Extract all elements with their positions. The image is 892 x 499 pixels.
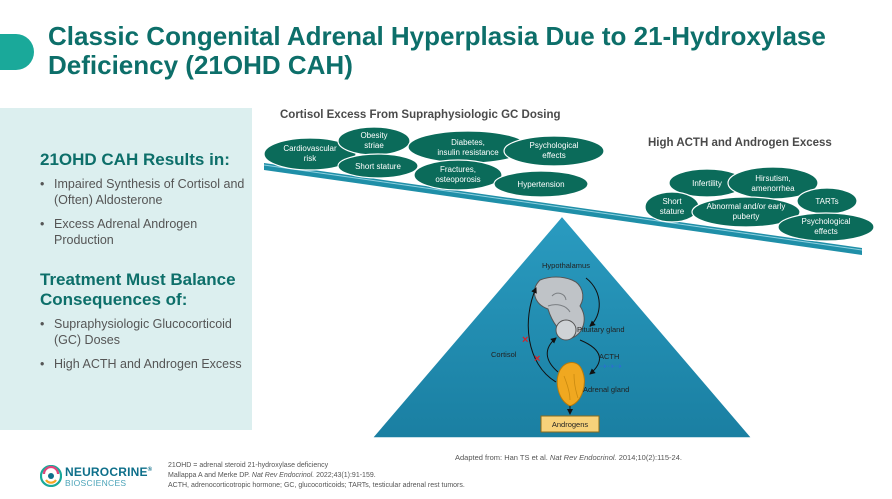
oval-short-stature: Short stature	[337, 153, 419, 179]
oval-label: Abnormal and/or early	[707, 202, 786, 211]
adrenal-gland-label: Adrenal gland	[583, 385, 629, 394]
adrenal-gland-icon	[556, 362, 585, 407]
accent-tab	[0, 34, 34, 70]
oval-label: Psychological	[530, 141, 579, 150]
logo-subtitle: BIOSCIENCES	[65, 478, 127, 488]
left-ovals: Cardiovascular risk Obesity striae Short…	[263, 126, 605, 198]
summary-panel	[0, 108, 252, 430]
oval-label: amenorrhea	[751, 184, 795, 193]
balance-heading: Treatment Must Balance Consequences of:	[40, 270, 236, 309]
footnote-line: 21OHD = adrenal steroid 21-hydroxylase d…	[168, 462, 329, 469]
list-item: Supraphysiologic Glucocorticoid (GC) Dos…	[40, 316, 246, 348]
list-item: High ACTH and Androgen Excess	[40, 356, 246, 372]
oval-psychological-effects-right: Psychological effects	[777, 212, 875, 242]
androgens-box	[540, 415, 600, 433]
registered-mark: ®	[147, 467, 153, 473]
brain-folds-icon	[547, 292, 571, 313]
oval-label: osteoporosis	[435, 175, 480, 184]
oval-label: TARTs	[815, 197, 838, 206]
cortisol-label: Cortisol	[491, 350, 517, 359]
oval-tarts: TARTs	[796, 187, 858, 215]
adapted-from-citation: Adapted from: Han TS et al. Nat Rev Endo…	[455, 453, 682, 462]
increased-acth-arrows-icon: ⇢⇢⇢	[599, 362, 622, 372]
inhibition-x-icon: ×	[522, 334, 528, 346]
inhibition-x-icon: ×	[534, 353, 540, 365]
citation-text: 2014;10(2):115-24.	[616, 453, 682, 462]
acth-label: ACTH	[599, 352, 619, 361]
footnote-text: 2022;43(1):91-159.	[314, 472, 376, 479]
company-logo: NEUROCRINE® BIOSCIENCES	[40, 464, 170, 490]
logo-mark-icon	[40, 465, 62, 487]
oval-label: Hirsutism,	[755, 174, 791, 183]
arrow-pituitary-to-adrenal-icon	[579, 339, 600, 375]
oval-label: Short	[662, 197, 682, 206]
oval-label: Hypertension	[517, 180, 564, 189]
oval-fractures: Fractures, osteoporosis	[413, 159, 503, 191]
citation-text: Adapted from: Han TS et al.	[455, 453, 550, 462]
oval-hypertension: Hypertension	[493, 170, 589, 198]
oval-label: insulin resistance	[437, 148, 499, 157]
arrow-cortisol-pituitary-icon	[546, 337, 559, 373]
oval-short-stature-right: Short stature	[644, 191, 700, 223]
balance-list: Supraphysiologic Glucocorticoid (GC) Dos…	[40, 316, 246, 380]
oval-abnormal-puberty: Abnormal and/or early puberty	[691, 196, 801, 228]
oval-label: Cardiovascular	[283, 144, 337, 153]
page-title: Classic Congenital Adrenal Hyperplasia D…	[48, 21, 826, 80]
results-heading: 21OHD CAH Results in:	[40, 150, 230, 169]
adrenal-detail-icon	[563, 373, 579, 401]
pituitary-gland-label: Pituitary gland	[577, 325, 625, 334]
oval-infertility: Infertility	[668, 168, 746, 198]
oval-label: risk	[304, 154, 317, 163]
acth-androgen-heading: High ACTH and Androgen Excess	[648, 137, 832, 149]
footnote-line: Mallappa A and Merke DP. Nat Rev Endocri…	[168, 471, 465, 481]
list-item: Excess Adrenal Androgen Production	[40, 216, 246, 248]
cortisol-excess-heading: Cortisol Excess From Supraphysiologic GC…	[280, 109, 561, 121]
right-ovals: Infertility Hirsutism, amenorrhea Short …	[644, 166, 875, 242]
hypothalamus-label: Hypothalamus	[542, 261, 590, 270]
oval-label: puberty	[733, 212, 760, 221]
footnotes: 21OHD = adrenal steroid 21-hydroxylase d…	[168, 461, 465, 491]
oval-label: Psychological	[802, 217, 851, 226]
oval-hirsutism: Hirsutism, amenorrhea	[727, 166, 819, 200]
oval-label: effects	[814, 227, 837, 236]
logo-name: NEUROCRINE®	[65, 465, 152, 479]
arrow-hypothalamus-to-pituitary-icon	[585, 277, 600, 327]
oval-obesity-striae: Obesity striae	[337, 126, 411, 156]
oval-label: Infertility	[692, 179, 722, 188]
arrow-cortisol-feedback-icon	[527, 287, 557, 383]
pituitary-icon	[555, 319, 577, 341]
oval-label: stature	[660, 207, 685, 216]
oval-label: Fractures,	[440, 165, 476, 174]
hpa-axis-illustration: × × ⇢⇢⇢ Hypothalamus Pituitary gland Cor…	[491, 261, 629, 433]
citation-journal: Nat Rev Endocrinol.	[549, 453, 617, 462]
oval-psychological-effects-left: Psychological effects	[503, 135, 605, 167]
oval-cardiovascular-risk: Cardiovascular risk	[263, 137, 357, 171]
oval-label: Diabetes,	[451, 138, 485, 147]
androgens-label: Androgens	[552, 420, 589, 429]
results-list: Impaired Synthesis of Cortisol and (Ofte…	[40, 176, 246, 256]
oval-label: Obesity	[360, 131, 387, 140]
oval-label: Short stature	[355, 162, 401, 171]
list-item: Impaired Synthesis of Cortisol and (Ofte…	[40, 176, 246, 208]
oval-label: effects	[542, 151, 565, 160]
logo-name-text: NEUROCRINE	[65, 465, 148, 479]
footnote-line: ACTH, adrenocorticotropic hormone; GC, g…	[168, 482, 465, 489]
beam-highlight	[263, 164, 863, 251]
footnote-journal: Nat Rev Endocrinol.	[251, 472, 315, 479]
oval-label: striae	[364, 141, 384, 150]
footnote-text: Mallappa A and Merke DP.	[168, 472, 252, 479]
